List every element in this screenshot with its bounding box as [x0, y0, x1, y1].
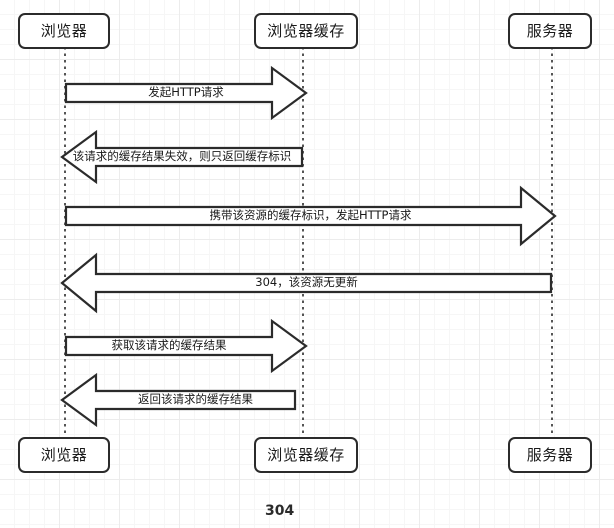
message-arrow-5[interactable] — [64, 318, 308, 374]
participant-box-browser-top[interactable]: 浏览器 — [18, 13, 110, 49]
lifelines — [64, 47, 553, 436]
participant-box-server-top[interactable]: 服务器 — [508, 13, 592, 49]
participant-label: 服务器 — [526, 21, 574, 40]
message-arrow-4[interactable] — [60, 252, 553, 314]
participant-box-browser-cache-top[interactable]: 浏览器缓存 — [254, 13, 358, 49]
message-arrow-3[interactable] — [64, 185, 557, 247]
participant-box-browser-bottom[interactable]: 浏览器 — [18, 437, 110, 473]
message-arrow-2[interactable] — [60, 129, 304, 185]
participant-label: 浏览器缓存 — [267, 21, 345, 40]
page-number: 304 — [265, 503, 295, 519]
message-arrow-1[interactable] — [64, 65, 308, 121]
participant-label: 浏览器 — [40, 445, 88, 464]
participant-label: 浏览器缓存 — [267, 445, 345, 464]
participant-box-browser-cache-bottom[interactable]: 浏览器缓存 — [254, 437, 358, 473]
participant-label: 服务器 — [526, 445, 574, 464]
participant-label: 浏览器 — [40, 21, 88, 40]
message-arrow-6[interactable] — [60, 372, 297, 428]
participant-box-server-bottom[interactable]: 服务器 — [508, 437, 592, 473]
